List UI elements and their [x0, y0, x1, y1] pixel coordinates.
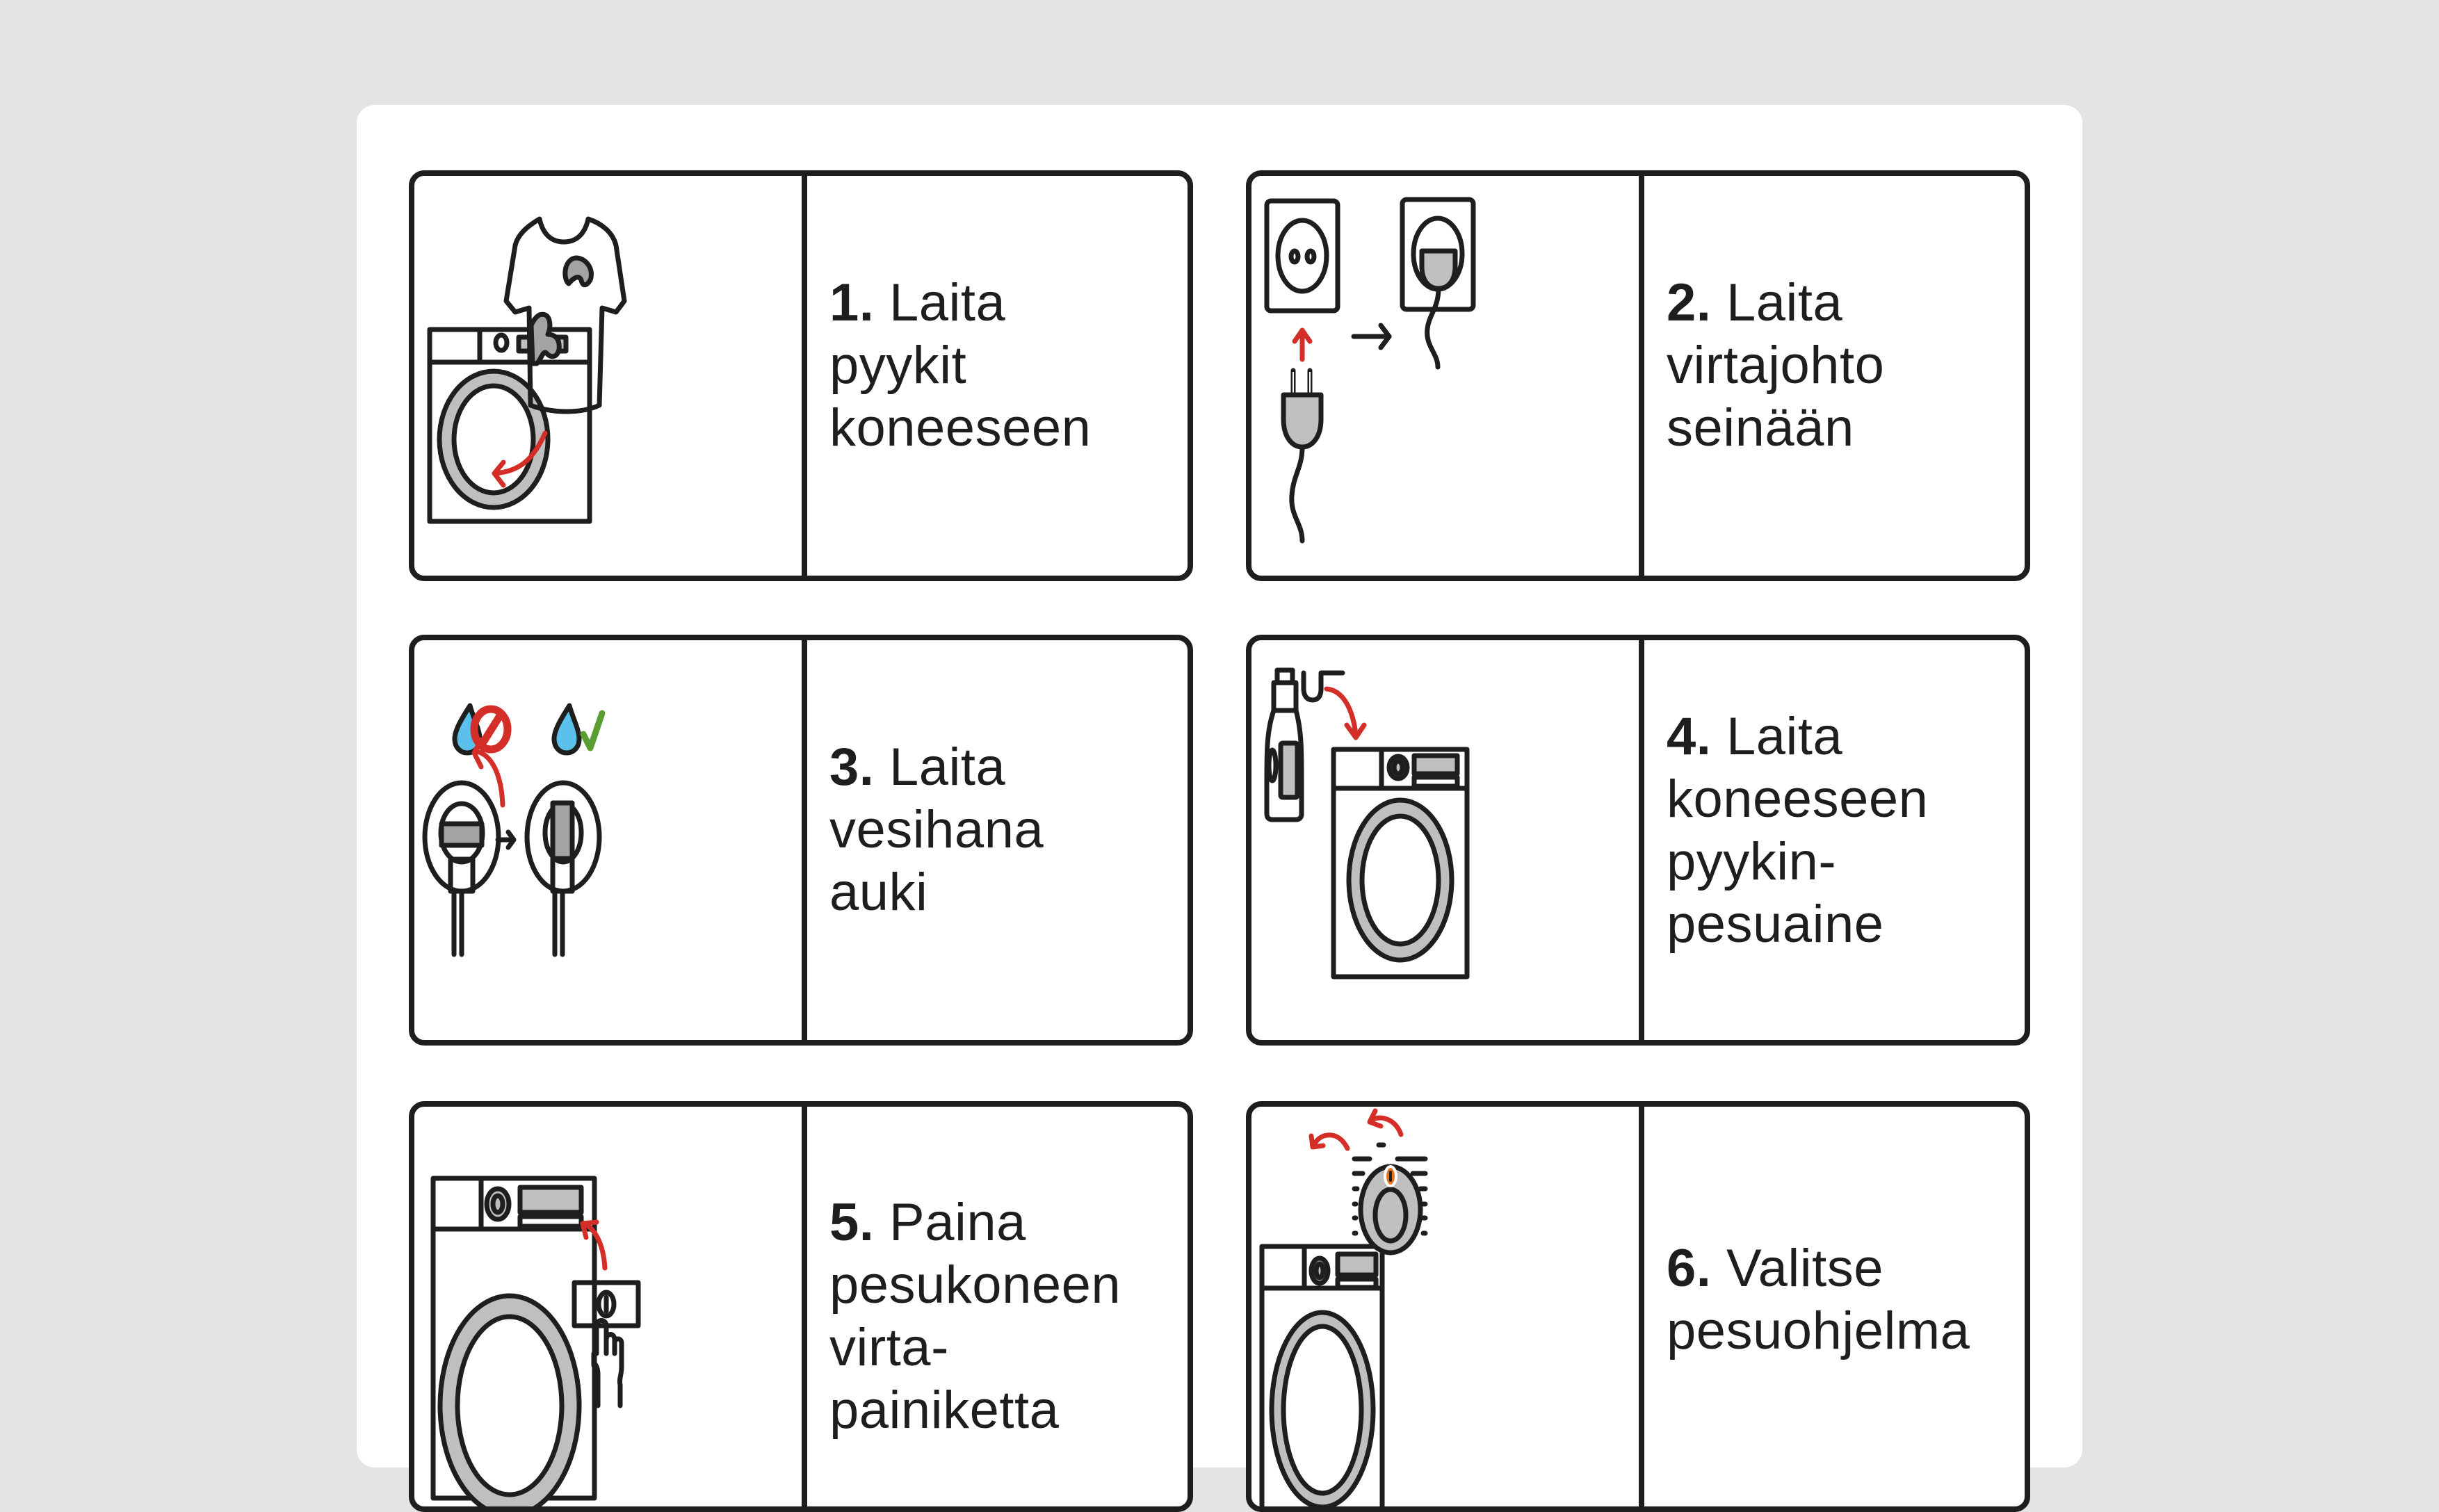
washing-machine-icon: [427, 327, 592, 524]
step-2-text: 2. Laita virtajohto seinään: [1667, 272, 2011, 460]
step-3-line-1: 3. Laita: [829, 738, 1006, 797]
washing-machine-icon: [430, 1176, 597, 1506]
step-5-illustration: [414, 1107, 802, 1506]
wall-socket-icon: [1264, 198, 1340, 314]
step-6-text: 6. Valitse pesuohjelma: [1667, 1237, 2011, 1363]
rotate-arrow-icon: [1367, 1108, 1404, 1137]
card-divider: [802, 176, 807, 576]
rotate-arrow-icon: [471, 737, 505, 808]
measuring-cup-icon: [1301, 670, 1345, 703]
prohibited-icon: [470, 705, 512, 754]
step-1-line-1: 1. Laita: [829, 273, 1006, 332]
curved-arrow-left-icon: [492, 430, 548, 488]
card-divider: [1639, 1107, 1644, 1506]
step-3-text: 3. Laita vesihana auki: [829, 736, 1174, 924]
water-drop-icon: [551, 703, 582, 756]
step-2-line-1: 2. Laita: [1667, 273, 1843, 332]
step-5-line-4: painiketta: [829, 1381, 1060, 1440]
step-5-number: 5.: [829, 1193, 875, 1252]
step-6-illustration: [1251, 1107, 1639, 1506]
step-6-line-2: pesuohjelma: [1667, 1301, 1970, 1360]
step-5-line-2: pesukoneen: [829, 1255, 1121, 1315]
step-4-line-4: pesuaine: [1667, 895, 1884, 954]
water-tap-closed-icon: [422, 780, 501, 957]
step-1-line-3: koneeseen: [829, 398, 1092, 457]
step-2-line-2: virtajohto: [1667, 336, 1885, 395]
step-2-illustration: [1251, 176, 1639, 576]
step-3-illustration: [414, 640, 802, 1040]
step-5-line-3: virta-: [829, 1318, 949, 1377]
step-5-text: 5. Paina pesukoneen virta- painiketta: [829, 1192, 1174, 1442]
step-4-line-1: 4. Laita: [1667, 707, 1843, 766]
step-1-number: 1.: [829, 273, 875, 332]
step-3-line-2: vesihana: [829, 800, 1044, 859]
step-4-number: 4.: [1667, 707, 1712, 766]
water-tap-open-icon: [524, 780, 602, 957]
stained-tshirt-icon: [503, 216, 627, 414]
step-1-line-2: pyykit: [829, 336, 967, 395]
step-card-6: 6. Valitse pesuohjelma: [1246, 1101, 2030, 1512]
step-3-line-3: auki: [829, 863, 928, 922]
step-1-illustration: [414, 176, 802, 576]
step-card-1: 1. Laita pyykit koneeseen: [409, 170, 1193, 581]
washing-machine-icon: [1331, 747, 1470, 979]
card-divider: [1639, 640, 1644, 1040]
step-card-4: 4. Laita koneeseen pyykin- pesuaine: [1246, 635, 2030, 1046]
pointing-hand-icon: [591, 1318, 624, 1408]
curved-arrow-down-icon: [1324, 686, 1367, 740]
washing-machine-icon: [1259, 1244, 1385, 1506]
power-button-icon: [572, 1280, 641, 1328]
step-card-2: 2. Laita virtajohto seinään: [1246, 170, 2030, 581]
detergent-bottle-icon: [1264, 667, 1304, 822]
step-2-line-3: seinään: [1667, 398, 1854, 457]
step-4-line-3: pyykin-: [1667, 832, 1837, 891]
step-card-5: 5. Paina pesukoneen virta- painiketta: [409, 1101, 1193, 1512]
step-4-line-2: koneeseen: [1667, 770, 1929, 829]
plugged-socket-icon: [1400, 197, 1476, 370]
step-4-illustration: [1251, 640, 1639, 1040]
arrow-up-icon: [1292, 327, 1313, 362]
arrow-right-icon: [495, 829, 517, 850]
arrow-right-icon: [1351, 323, 1392, 350]
rotate-arrow-icon: [1308, 1132, 1350, 1151]
curved-arrow-up-icon: [580, 1219, 608, 1271]
step-card-3: 3. Laita vesihana auki: [409, 635, 1193, 1046]
program-dial-icon: [1352, 1142, 1428, 1255]
card-divider: [802, 1107, 807, 1506]
step-6-line-1: 6. Valitse: [1667, 1239, 1883, 1298]
step-4-text: 4. Laita koneeseen pyykin- pesuaine: [1667, 706, 2011, 956]
step-2-number: 2.: [1667, 273, 1712, 332]
power-plug-icon: [1281, 368, 1324, 544]
step-6-number: 6.: [1667, 1239, 1712, 1298]
card-divider: [802, 640, 807, 1040]
step-1-text: 1. Laita pyykit koneeseen: [829, 272, 1174, 460]
checkmark-icon: [580, 710, 606, 751]
step-5-line-1: 5. Paina: [829, 1193, 1026, 1252]
step-3-number: 3.: [829, 738, 875, 797]
card-divider: [1639, 176, 1644, 576]
